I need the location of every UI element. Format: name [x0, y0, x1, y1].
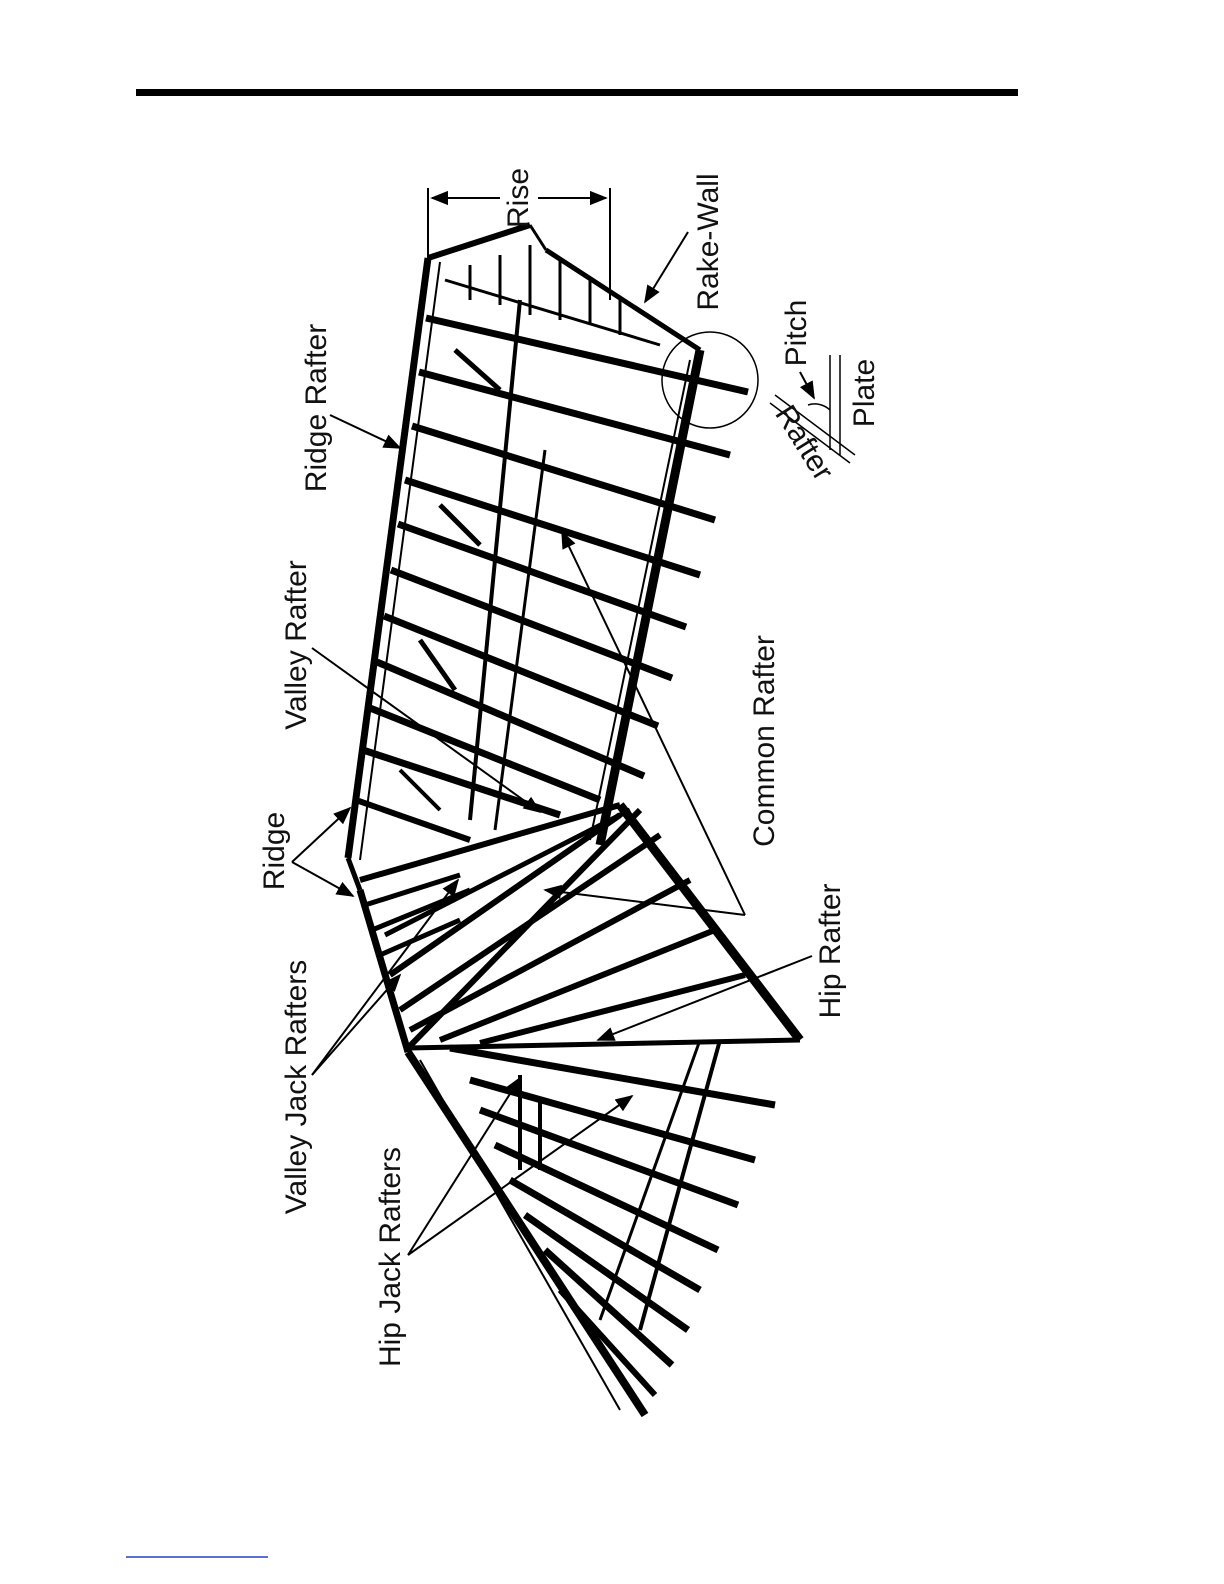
hip-jack-rafters-label: Hip Jack Rafters	[374, 1147, 407, 1367]
rafter-label: Rafter	[768, 400, 839, 487]
hip-rafter-label: Hip Rafter	[814, 883, 847, 1018]
rise-label: Rise	[502, 168, 535, 228]
valley-jack-rafters-label: Valley Jack Rafters	[280, 960, 313, 1215]
common-rafter-label: Common Rafter	[748, 635, 781, 847]
ridge-rafter-label: Ridge Rafter	[300, 324, 333, 492]
rake-wall-label: Rake-Wall	[692, 173, 725, 310]
pitch-label: Pitch	[780, 300, 813, 367]
ridge-rafter-leader	[330, 415, 400, 448]
ridge-leader-1	[292, 808, 350, 862]
valley-jack-rafters	[365, 875, 470, 955]
ridge-label: Ridge	[258, 812, 291, 890]
rake-wall-leader	[645, 232, 688, 302]
valley-rafter-leader	[312, 648, 540, 812]
common-rafter-leader-2	[545, 890, 745, 915]
roof-framing-drawing	[348, 225, 800, 1415]
hip-jack-leader-1	[408, 1078, 520, 1255]
plate-label: Plate	[848, 359, 881, 427]
ridge-leader-2	[292, 862, 353, 896]
hip-rafter-leader	[598, 956, 812, 1040]
valley-jack-leader-2	[312, 975, 400, 1075]
valley-rafter-label: Valley Rafter	[280, 560, 313, 730]
hip-jack-rafters	[408, 1040, 775, 1415]
